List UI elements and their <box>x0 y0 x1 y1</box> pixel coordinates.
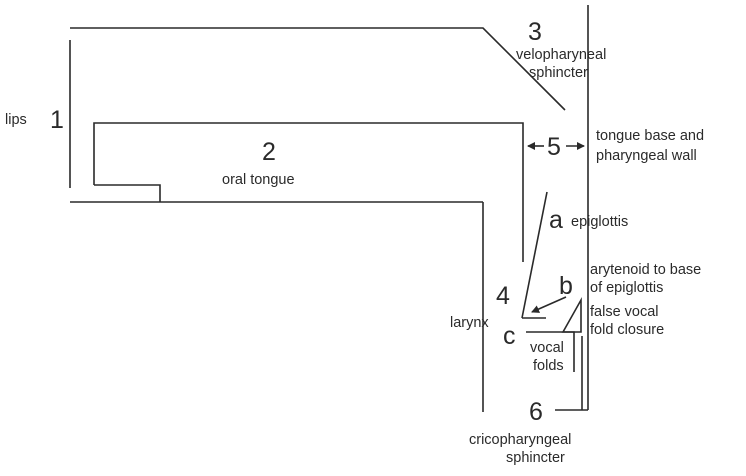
label-tongue-base-2: pharyngeal wall <box>596 148 697 164</box>
larynx-structures <box>521 142 588 411</box>
sphincter-number-4: 4 <box>496 282 510 310</box>
label-vocal-folds-2: folds <box>533 358 564 374</box>
label-arytenoid-1: arytenoid to base <box>590 262 701 278</box>
label-lips: lips <box>5 112 27 128</box>
label-oral-tongue: oral tongue <box>222 172 295 188</box>
label-larynx: larynx <box>450 315 489 331</box>
anatomy-labels: lips oral tongue velopharyneal sphincter… <box>5 47 704 466</box>
tongue-tip-step <box>94 184 161 202</box>
false-vocal-fold-triangle <box>561 296 582 333</box>
marker-letter-c: c <box>503 322 516 350</box>
label-tongue-base-1: tongue base and <box>596 128 704 144</box>
tract-outline <box>69 5 589 410</box>
marker-letter-b: b <box>559 272 573 300</box>
label-false-vocal-2: fold closure <box>590 322 664 338</box>
arytenoid-arrow <box>531 296 567 313</box>
label-epiglottis: epiglottis <box>571 214 628 230</box>
numbered-markers: 1 2 3 4 5 6 a b c <box>50 18 573 426</box>
label-arytenoid-2: of epiglottis <box>590 280 663 296</box>
epiglottis-line <box>521 191 548 319</box>
label-cricopharyngeal-2: sphincter <box>506 450 565 466</box>
sphincter-number-1: 1 <box>50 106 64 134</box>
label-vocal-folds-1: vocal <box>530 340 564 356</box>
tongue-upper-surface <box>93 122 524 262</box>
marker-letter-a: a <box>549 206 563 234</box>
sphincter-number-2: 2 <box>262 138 276 166</box>
sphincter-number-3: 3 <box>528 18 542 46</box>
label-velopharyngeal-2: sphincter <box>529 65 588 81</box>
sphincter-number-5: 5 <box>547 133 561 161</box>
palate-line <box>70 27 566 111</box>
tongue-outline <box>70 122 524 412</box>
vocal-fold-bracket <box>526 331 575 372</box>
label-cricopharyngeal-1: cricopharyngeal <box>469 432 571 448</box>
label-false-vocal-1: false vocal <box>590 304 659 320</box>
sphincter-number-6: 6 <box>529 398 543 426</box>
label-velopharyngeal-1: velopharyneal <box>516 47 606 63</box>
